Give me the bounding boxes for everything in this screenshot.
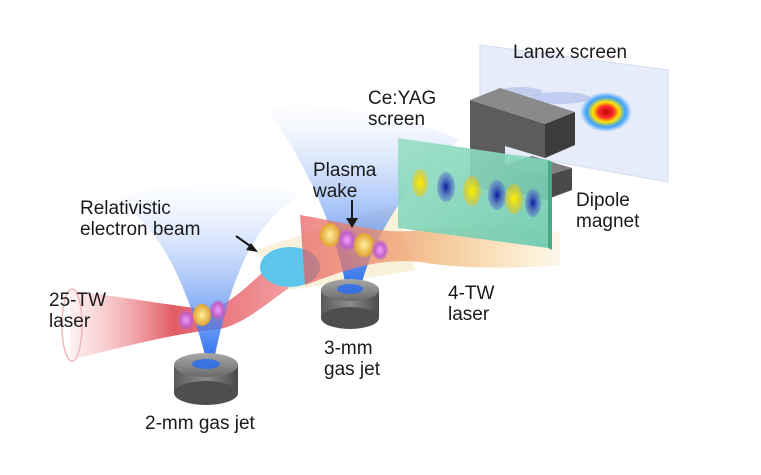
ce-yag-screen — [398, 138, 552, 250]
plasma-bubbles-stage2 — [320, 223, 389, 261]
lanex-electron-spot — [580, 92, 632, 132]
arrow-relativistic-beam — [235, 235, 258, 252]
gas-jet-3mm-nozzle — [321, 279, 379, 329]
label-4tw-laser: 4-TW laser — [448, 283, 495, 325]
label-ce-yag-screen: Ce:YAG screen — [368, 88, 437, 130]
gas-cone-2mm — [115, 184, 300, 355]
label-dipole-magnet: Dipole magnet — [576, 190, 640, 232]
label-2mm-gas-jet: 2-mm gas jet — [145, 413, 255, 434]
arrow-plasma-wake — [346, 200, 358, 228]
plasma-bubbles-stage1 — [177, 299, 227, 331]
label-relativistic-beam: Relativistic electron beam — [80, 198, 201, 240]
label-3mm-gas-jet: 3-mm gas jet — [324, 338, 380, 380]
label-plasma-wake: Plasma wake — [313, 160, 377, 202]
label-25tw-laser: 25-TW laser — [49, 290, 106, 332]
gas-jet-2mm-nozzle — [174, 353, 238, 405]
label-lanex-screen: Lanex screen — [513, 42, 628, 63]
laser-25tw-beam — [61, 255, 300, 362]
